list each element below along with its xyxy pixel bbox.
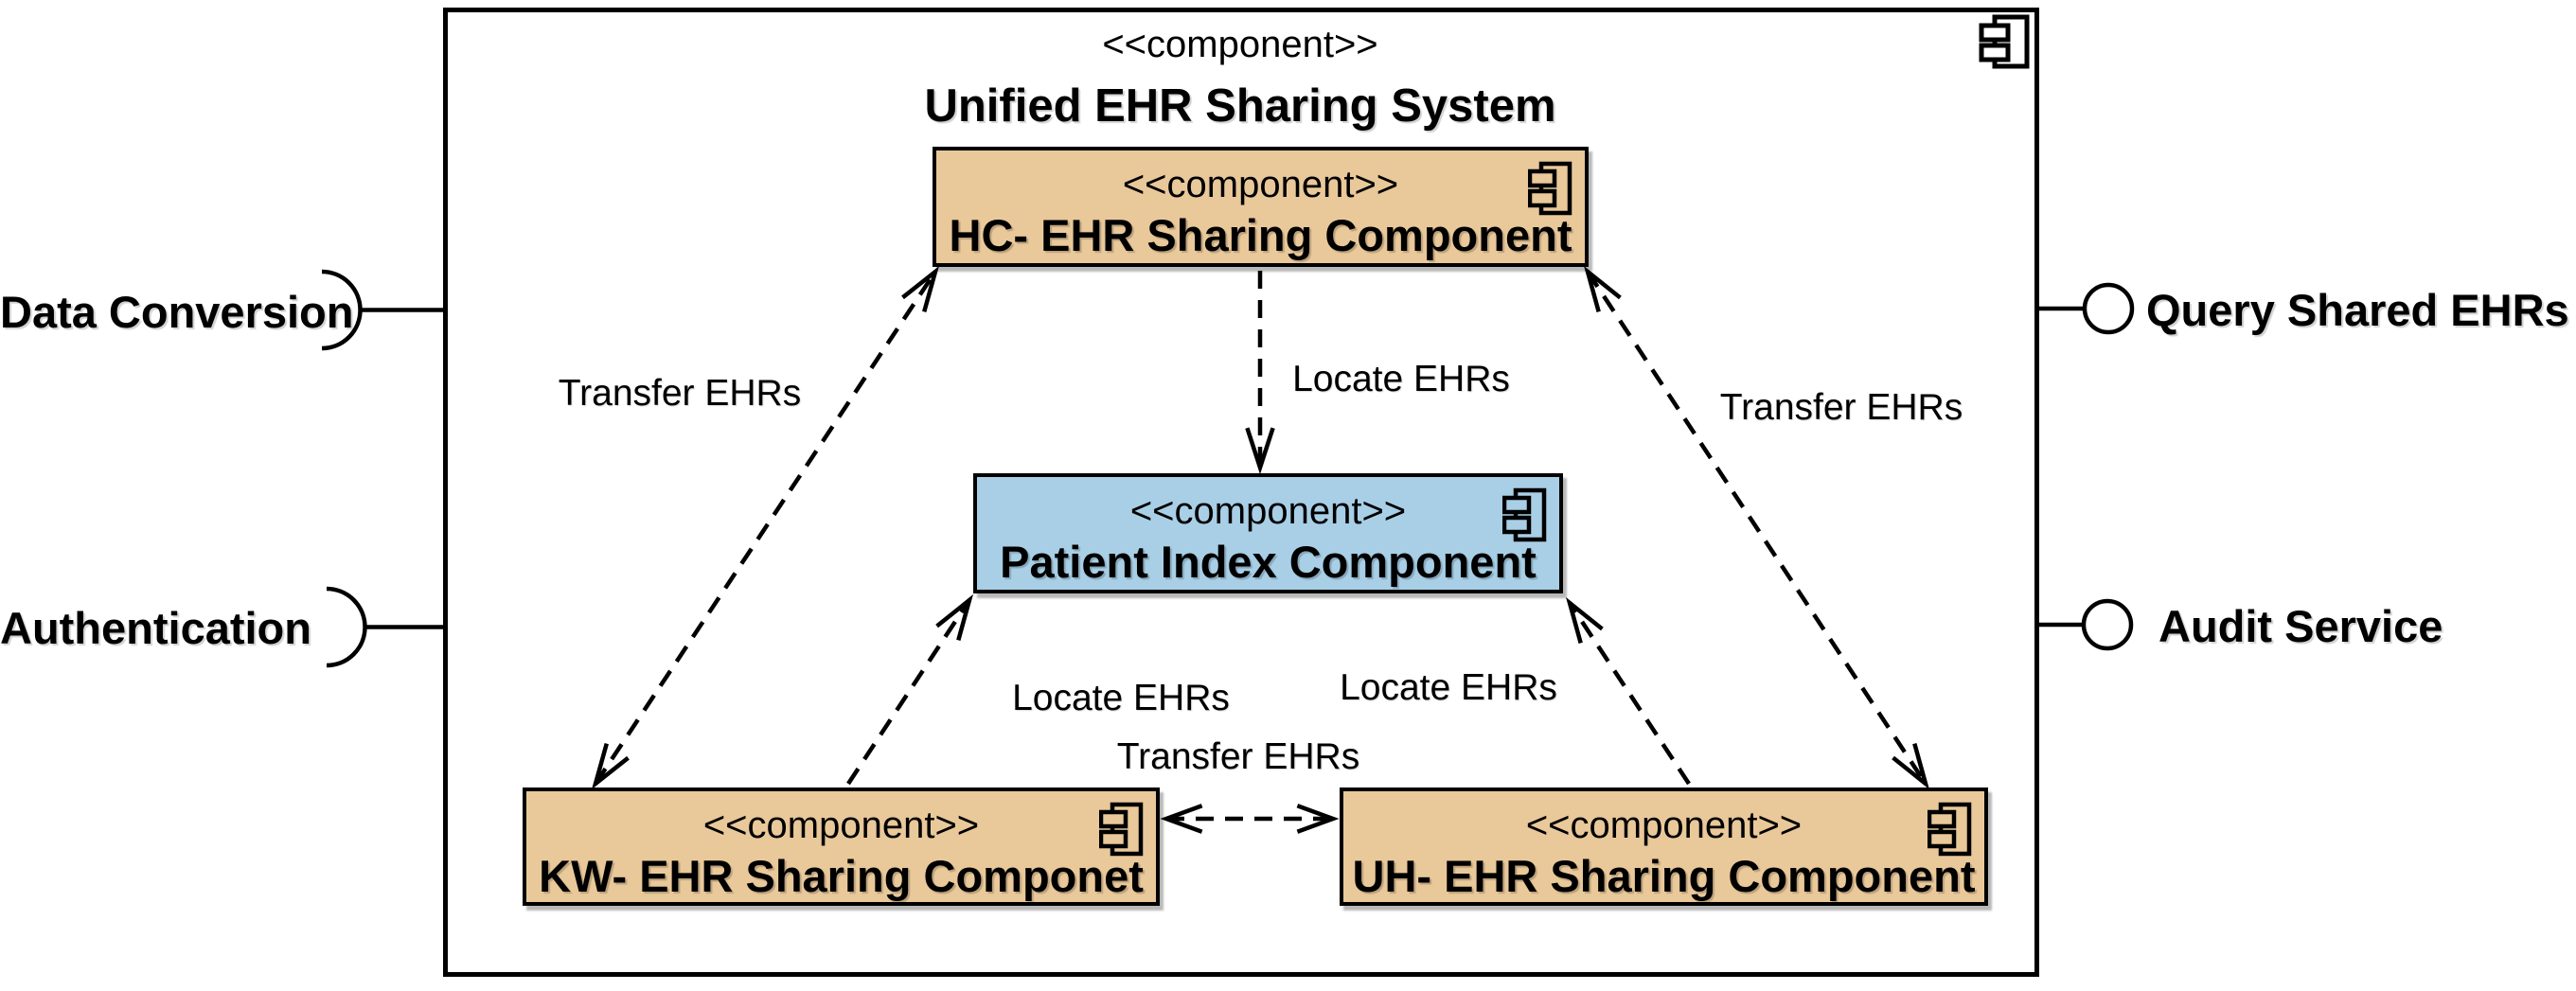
- component-icon: [1099, 802, 1144, 857]
- component-patient-index: <<component>> Patient Index Component: [973, 473, 1563, 593]
- interface-label-query-shared-ehrs: Query Shared EHRs: [2146, 285, 2569, 335]
- socket-icon: [326, 586, 367, 668]
- component-name: HC- EHR Sharing Component: [949, 210, 1572, 260]
- interface-label-audit-service: Audit Service: [2159, 601, 2443, 651]
- connector-label-transfer-bottom: Transfer EHRs: [1116, 736, 1360, 777]
- ball-icon: [2081, 598, 2134, 651]
- ball-icon: [2082, 282, 2135, 335]
- interface-label-authentication: Authentication: [0, 603, 311, 653]
- system-stereotype: <<component>>: [1102, 24, 1378, 65]
- component-icon: [1528, 161, 1572, 216]
- connector-label-locate-bottom-left: Locate EHRs: [1012, 678, 1230, 718]
- component-name: UH- EHR Sharing Component: [1352, 851, 1976, 901]
- component-name: KW- EHR Sharing Componet: [539, 851, 1144, 901]
- system-boundary-box: [443, 8, 2039, 977]
- connector-label-transfer-left: Transfer EHRs: [558, 373, 802, 414]
- component-uh-ehr-sharing: <<component>> UH- EHR Sharing Component: [1340, 787, 1988, 906]
- interface-label-data-conversion: Data Conversion: [0, 287, 354, 337]
- stereotype-label: <<component>>: [1129, 490, 1407, 532]
- system-title: Unified EHR Sharing System: [924, 80, 1556, 132]
- connector-label-locate-bottom-right: Locate EHRs: [1340, 667, 1557, 708]
- component-hc-ehr-sharing: <<component>> HC- EHR Sharing Component: [933, 147, 1589, 267]
- connector-label-transfer-right: Transfer EHRs: [1719, 387, 1963, 428]
- component-icon: [1928, 802, 1972, 857]
- stereotype-label: <<component>>: [1525, 805, 1803, 846]
- stereotype-label: <<component>>: [1122, 164, 1399, 205]
- stereotype-label: <<component>>: [702, 805, 980, 846]
- component-icon: [1502, 487, 1547, 542]
- connector-label-locate-top: Locate EHRs: [1292, 359, 1510, 399]
- component-name: Patient Index Component: [1000, 537, 1537, 587]
- component-kw-ehr-sharing: <<component>> KW- EHR Sharing Componet: [523, 787, 1160, 906]
